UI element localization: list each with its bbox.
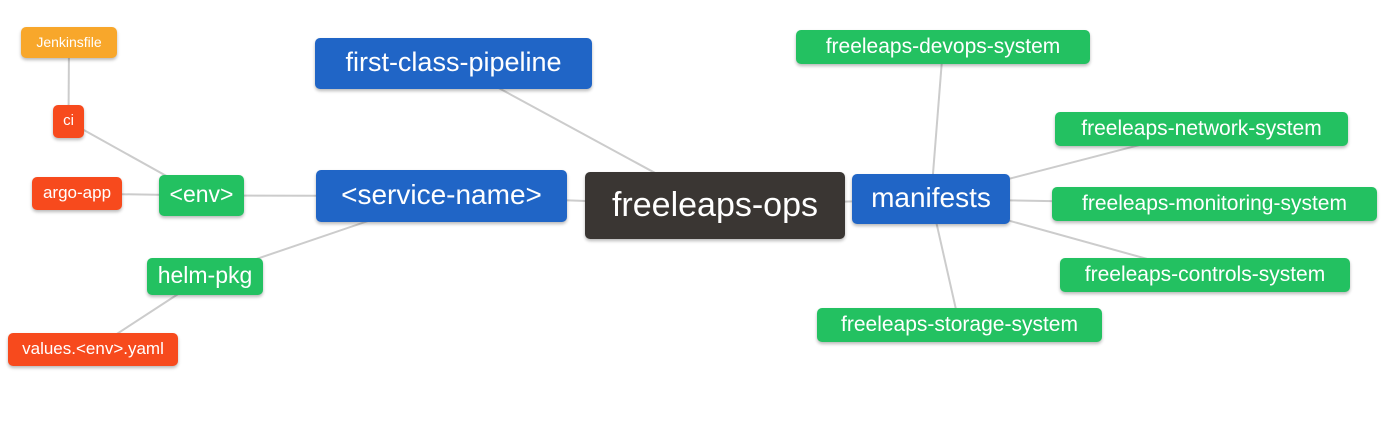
node-devops-system[interactable]: freeleaps-devops-system (796, 30, 1090, 64)
node-label-env: <env> (169, 181, 234, 207)
node-label-argo-app: argo-app (42, 183, 112, 202)
node-values-env-yaml[interactable]: values.<env>.yaml (8, 333, 178, 366)
node-controls-system[interactable]: freeleaps-controls-system (1060, 258, 1350, 292)
node-label-manifests: manifests (871, 182, 991, 213)
edge-manifests-devops-system (930, 46, 944, 200)
node-first-class-pipeline[interactable]: first-class-pipeline (315, 38, 592, 89)
node-label-storage-system: freeleaps-storage-system (841, 312, 1078, 336)
node-label-jenkinsfile: Jenkinsfile (36, 33, 102, 50)
node-freeleaps-ops[interactable]: freeleaps-ops (585, 172, 845, 239)
node-env[interactable]: <env> (159, 175, 244, 216)
node-storage-system[interactable]: freeleaps-storage-system (817, 308, 1102, 342)
node-label-service-name: <service-name> (341, 179, 542, 210)
node-manifests[interactable]: manifests (852, 174, 1010, 224)
node-label-helm-pkg: helm-pkg (157, 262, 253, 288)
node-helm-pkg[interactable]: helm-pkg (147, 258, 263, 295)
node-label-controls-system: freeleaps-controls-system (1084, 262, 1326, 286)
node-service-name[interactable]: <service-name> (316, 170, 567, 222)
node-label-first-class-pipeline: first-class-pipeline (345, 47, 562, 77)
node-label-values-env-yaml: values.<env>.yaml (22, 339, 164, 358)
node-monitoring-system[interactable]: freeleaps-monitoring-system (1052, 187, 1377, 221)
node-label-network-system: freeleaps-network-system (1081, 116, 1322, 140)
node-argo-app[interactable]: argo-app (32, 177, 122, 210)
node-label-monitoring-system: freeleaps-monitoring-system (1082, 191, 1347, 215)
node-network-system[interactable]: freeleaps-network-system (1055, 112, 1348, 146)
node-jenkinsfile[interactable]: Jenkinsfile (21, 27, 117, 58)
node-ci[interactable]: ci (53, 105, 84, 138)
node-label-freeleaps-ops: freeleaps-ops (611, 185, 818, 224)
node-label-devops-system: freeleaps-devops-system (825, 34, 1061, 58)
node-label-ci: ci (63, 112, 74, 129)
